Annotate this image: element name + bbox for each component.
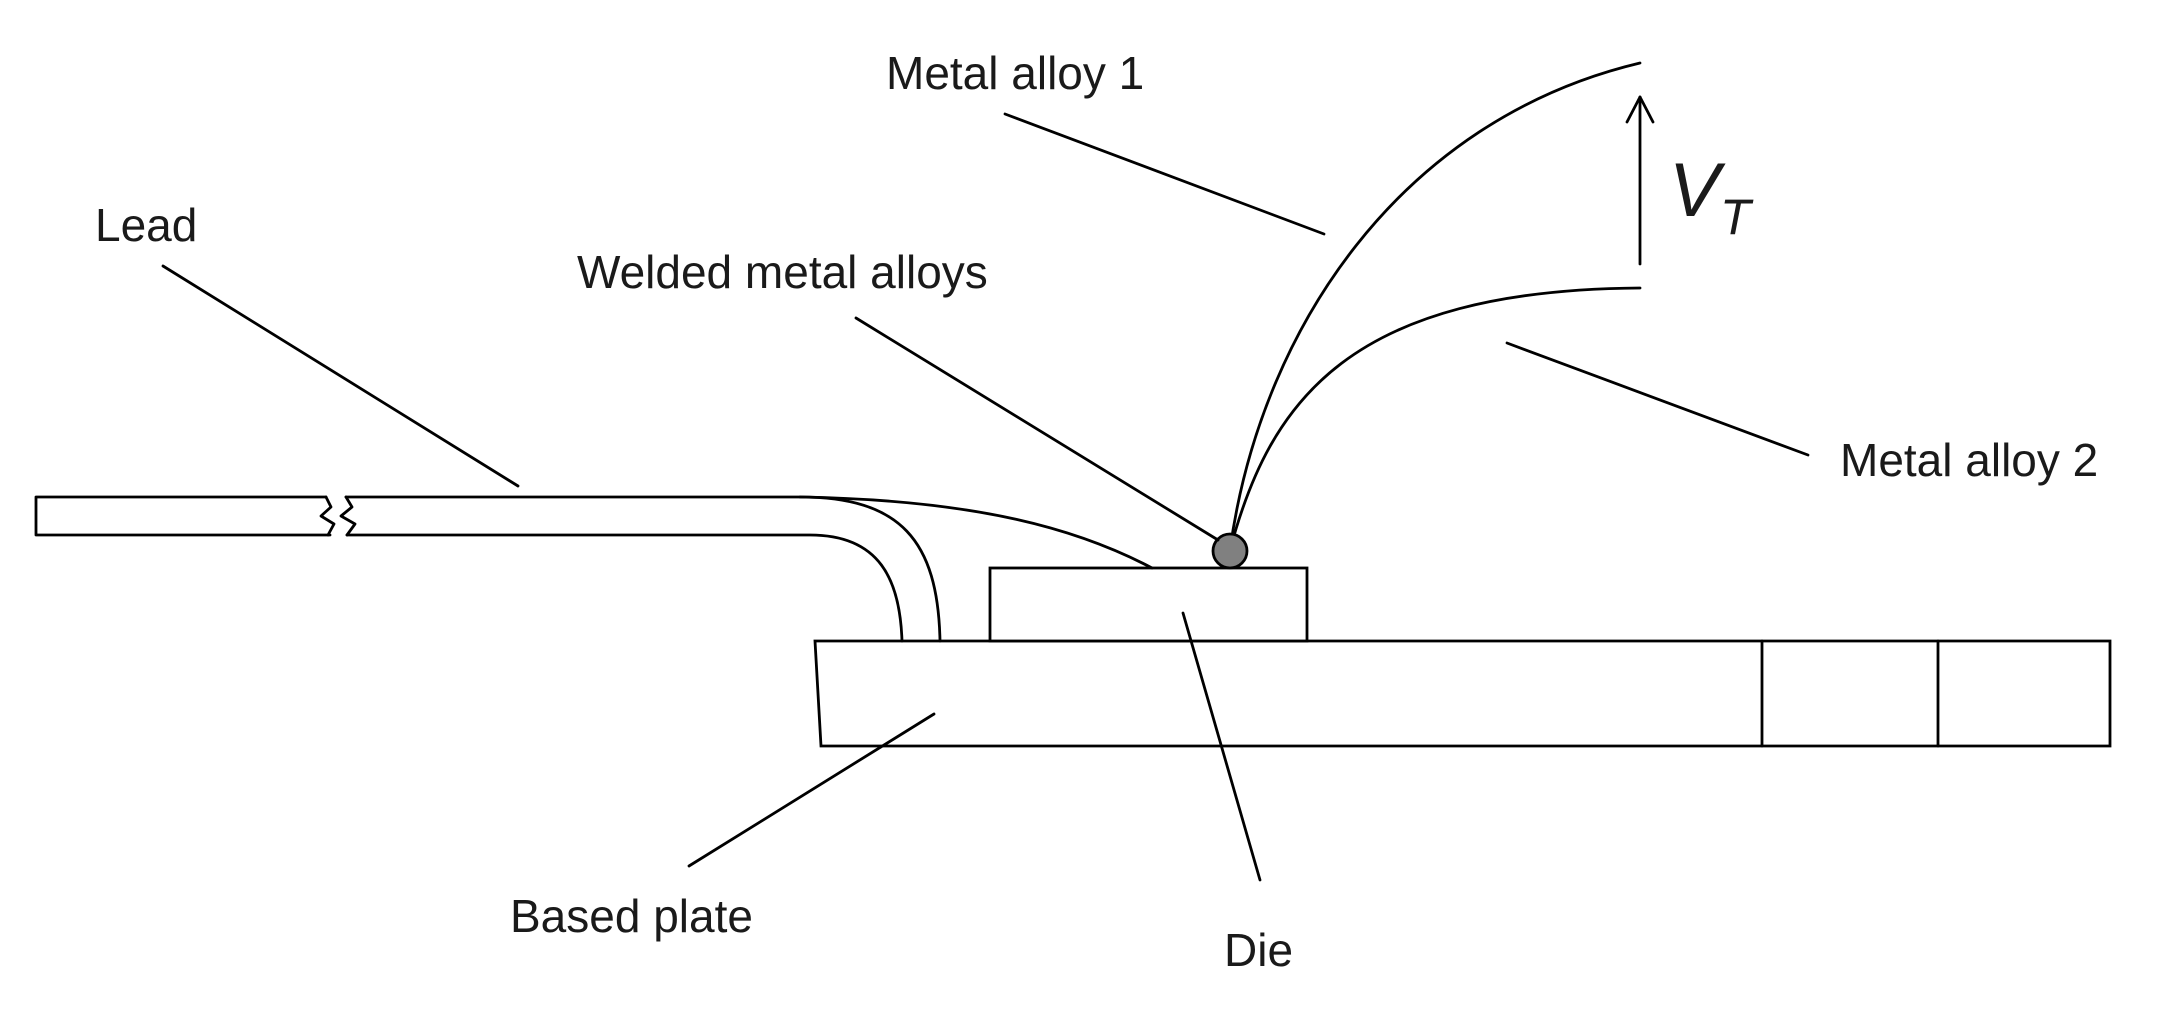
- lead-bond-wire: [798, 495, 1154, 570]
- lead-left-segment: [34, 495, 332, 537]
- label-metal-alloy-1: Metal alloy 1: [886, 47, 1144, 99]
- lead-leader-line: [161, 264, 520, 488]
- voltage-arrow: [1625, 95, 1655, 266]
- label-welded-metal-alloys: Welded metal alloys: [577, 246, 988, 298]
- lead-bottom-edge: [345, 533, 904, 643]
- label-die: Die: [1224, 924, 1293, 976]
- welded-leader-line: [854, 316, 1220, 542]
- weld-junction: [1211, 532, 1249, 570]
- lead: [34, 495, 1154, 643]
- voltage-arrow-head-icon: [1625, 95, 1655, 124]
- label-voltage-v: V: [1669, 148, 1726, 233]
- alloy1-leader-line: [1003, 112, 1326, 236]
- based-plate-body: [813, 639, 2112, 748]
- label-based-plate: Based plate: [510, 890, 753, 942]
- based-plate-leader-line: [687, 712, 936, 868]
- metal-alloy-2-wire: [1228, 286, 1642, 552]
- based-plate: [813, 639, 2112, 748]
- lead-break-right: [339, 495, 357, 537]
- label-metal-alloy-2: Metal alloy 2: [1840, 434, 2098, 486]
- die-leader-line: [1181, 611, 1262, 882]
- metal-alloy-1-wire: [1228, 61, 1642, 552]
- lead-top-edge: [344, 495, 942, 643]
- alloy2-leader-line: [1505, 341, 1810, 457]
- label-voltage-subscript: T: [1720, 189, 1754, 245]
- label-lead: Lead: [95, 199, 197, 251]
- lead-break-left: [319, 495, 336, 537]
- die: [988, 566, 1309, 643]
